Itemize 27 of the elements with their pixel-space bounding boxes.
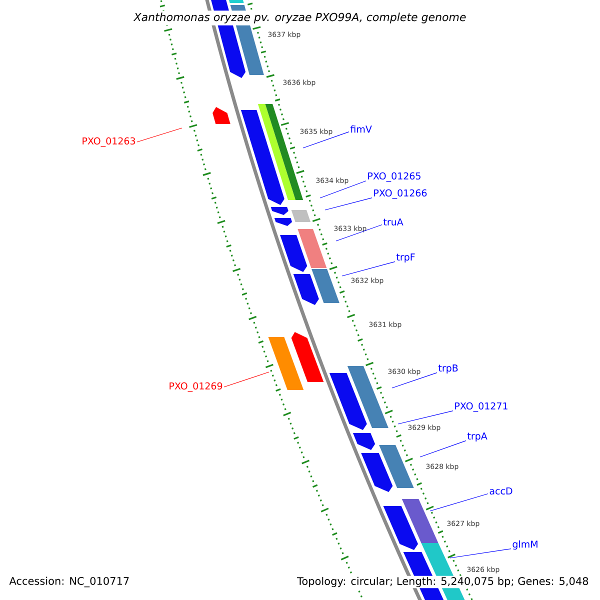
- gene-label: truA: [383, 218, 404, 226]
- leader-line: [320, 180, 366, 198]
- title: Xanthomonas oryzae pv. oryzae PXO99A, complete genome: [132, 10, 468, 26]
- gene-label: PXO_01266: [374, 189, 427, 199]
- gene-label: PXO_01271: [455, 402, 508, 412]
- gene-label: fimV: [350, 125, 372, 133]
- gene-label: accD: [490, 487, 512, 495]
- gene-label: PXO_01269: [170, 382, 222, 392]
- info-text: Accession: NC_010717: [8, 576, 131, 588]
- leader-line: [420, 440, 466, 458]
- leader-line: [336, 224, 382, 242]
- leader-line: [302, 132, 350, 148]
- gene-label: trpF: [396, 254, 415, 262]
- leader-line: [136, 128, 182, 142]
- gene-label: glmM: [512, 540, 538, 550]
- leader-line: [324, 198, 372, 210]
- leader-line: [392, 372, 438, 388]
- gene-label: PXO_01265: [368, 172, 420, 182]
- gene-label: trpB: [438, 364, 458, 374]
- leader-line: [224, 372, 270, 388]
- gene-label: PXO_01263: [82, 137, 136, 147]
- leader-line: [342, 261, 396, 276]
- leader-line: [450, 548, 512, 558]
- info-text: Topology: circular; Length: 5,240,075 bp; Genes: 5,048: [296, 576, 590, 588]
- leader-line: [398, 410, 454, 424]
- leader-line: [430, 493, 488, 512]
- gene-label: trpA: [467, 432, 488, 442]
